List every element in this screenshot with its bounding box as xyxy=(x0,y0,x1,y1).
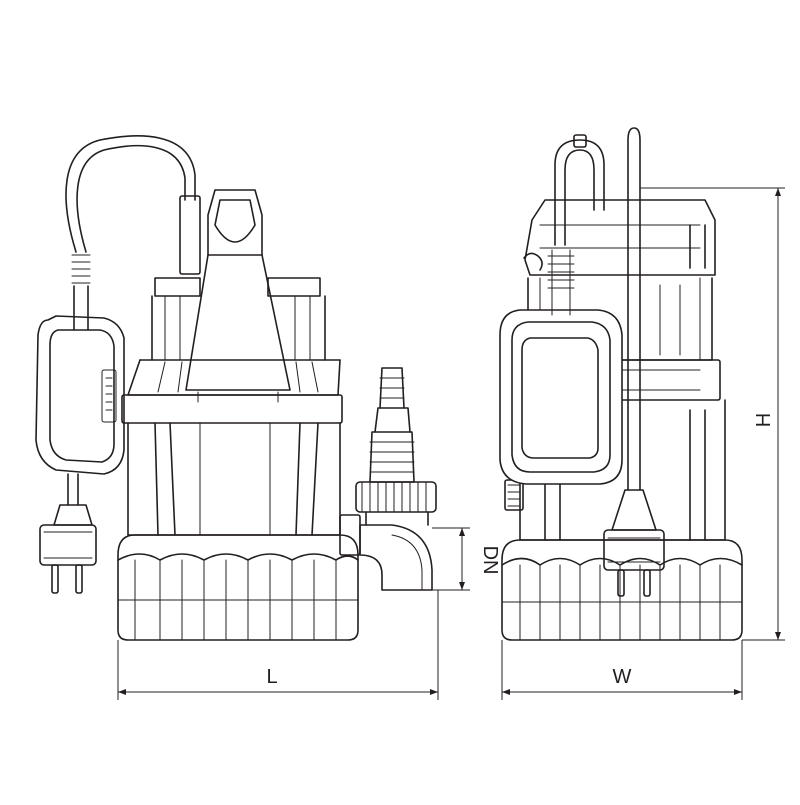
label-width: W xyxy=(613,666,632,688)
front-handle xyxy=(185,189,291,403)
front-float-switch xyxy=(35,315,125,475)
front-plug-cable xyxy=(67,473,79,506)
front-power-cable xyxy=(65,135,201,331)
label-length: L xyxy=(266,666,277,688)
dimension-length xyxy=(117,590,439,700)
label-outlet-diameter: DN xyxy=(479,546,501,575)
label-height: H xyxy=(753,413,775,427)
side-handle xyxy=(554,134,605,246)
side-float-cable xyxy=(627,127,641,491)
front-pump-base xyxy=(117,534,359,641)
dimension-width xyxy=(501,640,743,700)
front-plug xyxy=(39,504,97,594)
front-motor-housing xyxy=(121,277,343,424)
side-plug xyxy=(603,489,665,597)
side-pump-base xyxy=(501,539,743,641)
front-outlet-connector xyxy=(355,367,437,591)
side-float-switch xyxy=(499,249,623,485)
dimension-lines xyxy=(117,187,785,700)
side-view-pump xyxy=(499,127,743,641)
dimension-height xyxy=(640,187,785,641)
dimension-outlet-diameter xyxy=(432,527,470,591)
front-view-pump xyxy=(35,135,437,641)
